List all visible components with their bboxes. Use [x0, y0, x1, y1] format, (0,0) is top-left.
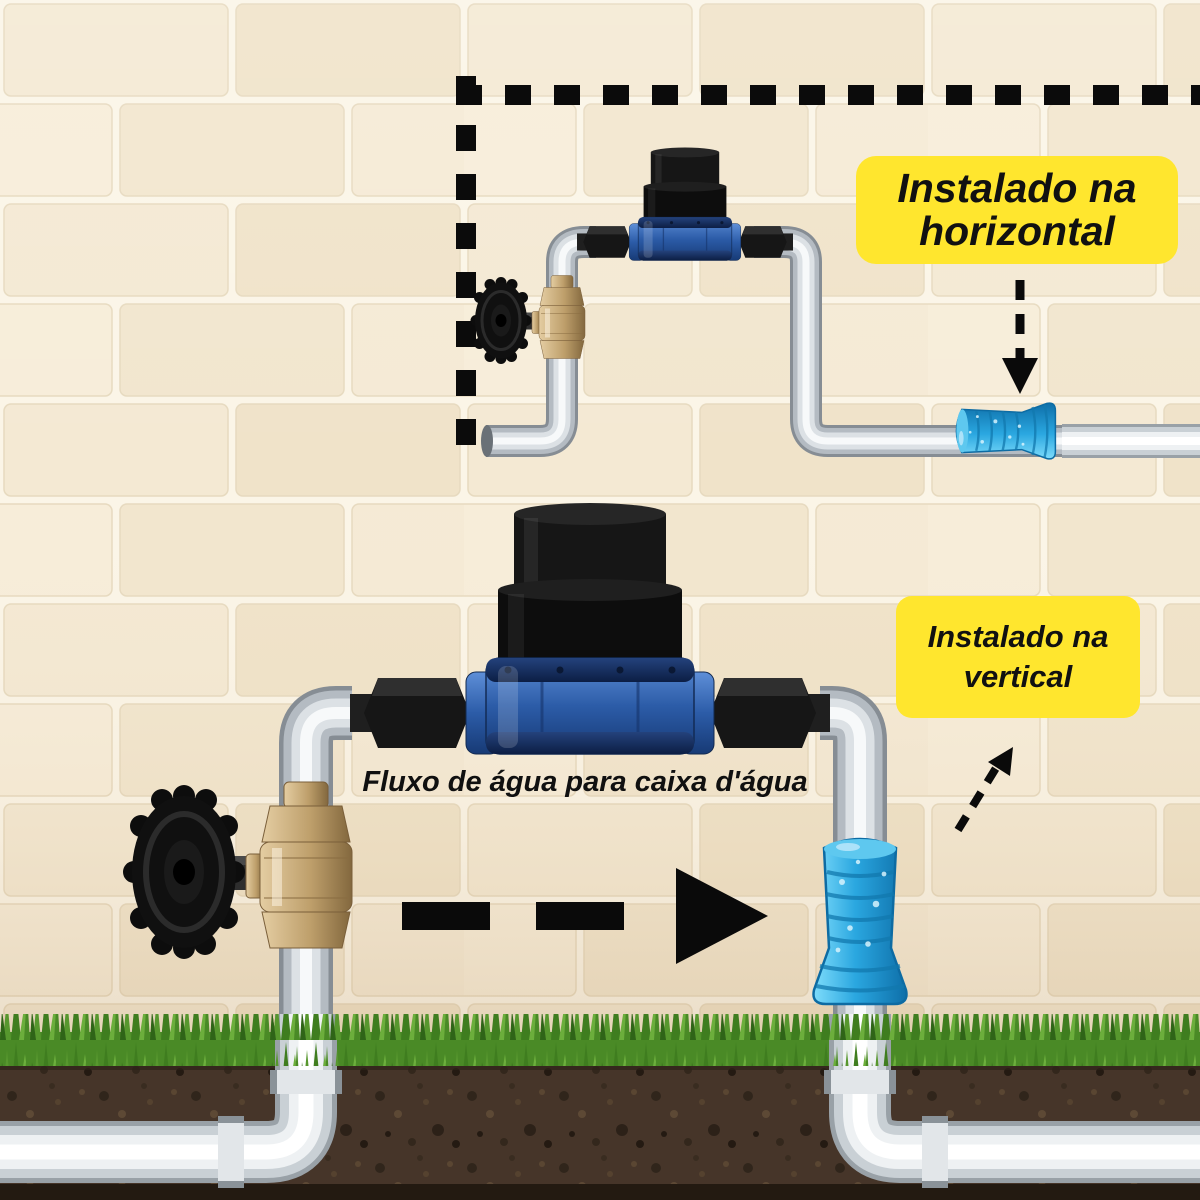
grass-tuft — [826, 1014, 894, 1066]
vertical-pointer-arrow-icon — [954, 747, 1013, 833]
vertical-install-label: Instalado na vertical — [896, 596, 1140, 718]
dashed-boundary-line — [456, 76, 1200, 462]
horizontal-pointer-arrow-icon — [1002, 280, 1038, 394]
horizontal-install-label: Instalado na horizontal — [856, 156, 1178, 264]
pipe — [279, 686, 887, 1042]
blue-coupling-fitting — [811, 837, 909, 1006]
horizontal-installation — [469, 146, 1200, 461]
blue-coupling-fitting — [955, 401, 1057, 461]
vertical-installation — [123, 501, 887, 1042]
underground-pipes — [0, 1014, 1200, 1188]
vertical-install-label-line1: Instalado na — [927, 618, 1109, 654]
horizontal-install-label-line2: horizontal — [919, 208, 1115, 254]
vertical-install-label-line2: vertical — [963, 659, 1073, 694]
flow-direction-arrow-icon — [402, 868, 768, 964]
grass — [0, 1014, 1200, 1066]
horizontal-install-label-line1: Instalado na — [897, 164, 1137, 211]
grass-tuft — [272, 1014, 340, 1066]
flow-caption: Fluxo de água para caixa d'água — [362, 766, 808, 798]
